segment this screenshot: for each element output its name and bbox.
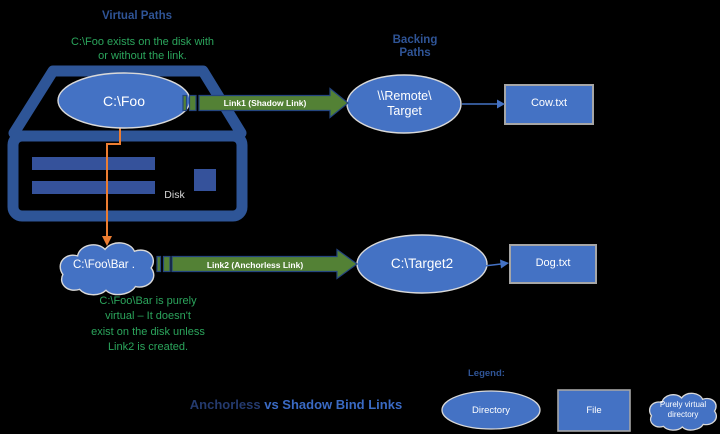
target2-to-dog-connector (483, 263, 502, 267)
server-slot-bar-1 (32, 157, 155, 170)
bar-annotation-line1: C:\Foo\Bar is purely (99, 295, 197, 307)
diagram-title-part1: Anchorless (189, 397, 261, 412)
server-body-shape (7, 130, 248, 222)
foo-annotation-line2: or without the link. (98, 49, 187, 62)
backing-paths-line2: Paths (399, 47, 431, 59)
legend-directory-label: Directory (471, 405, 510, 416)
dog-file-box (509, 244, 597, 284)
target2-to-dog-arrowhead (500, 259, 509, 269)
legend-file-label: File (586, 405, 602, 416)
foo-annotation-line1: C:\Foo exists on the disk with (70, 36, 215, 48)
foo-to-cloud-connector (106, 128, 121, 238)
remote-target-line1: \\Remote\ (377, 89, 432, 103)
legend-file-box (557, 389, 631, 432)
link1-striped-arrow (182, 87, 349, 119)
legend-cloud-line1: Purely virtual (659, 400, 707, 409)
link2-label: Link2 (Anchorless Link) (206, 259, 304, 270)
link2-striped-arrow (156, 248, 359, 280)
legend-directory-ellipse (441, 390, 541, 430)
link1-label: Link1 (Shadow Link) (223, 98, 307, 108)
remote-target-line2: Target (387, 103, 422, 118)
bar-annotation: C:\Foo\Bar is purely virtual – It doesn'… (42, 294, 254, 356)
backing-paths-line1: Backing (392, 34, 438, 46)
legend-cloud-label: Purely virtual directory (646, 400, 720, 420)
remote-target-label: \\Remote\ Target (348, 89, 461, 118)
legend-cloud-line2: directory (667, 410, 699, 419)
foo-bar-cloud-label: C:\Foo\Bar . (73, 259, 135, 271)
target2-label: C:\Target2 (390, 256, 454, 271)
foo-to-cloud-arrowhead (102, 236, 112, 246)
dog-file-label: Dog.txt (535, 257, 571, 269)
diagram-title: Anchorless vs Shadow Bind Links (146, 397, 446, 412)
backing-paths-heading: Backing Paths (374, 34, 456, 60)
diagram-title-part2: vs Shadow Bind Links (260, 397, 403, 412)
remote-to-cow-arrowhead (497, 99, 505, 109)
foo-directory-label: C:\Foo (102, 93, 145, 109)
server-slot-bar-2 (32, 181, 155, 194)
disk-label: Disk (164, 189, 185, 201)
bar-annotation-line2: virtual – It doesn't (105, 310, 191, 323)
bar-annotation-line4: Link2 is created. (107, 341, 189, 354)
bar-annotation-line3: exist on the disk unless (91, 325, 205, 338)
cow-file-box (504, 84, 594, 125)
virtual-paths-heading: Virtual Paths (101, 10, 173, 22)
foo-annotation: C:\Foo exists on the disk with or withou… (35, 36, 250, 63)
cow-file-label: Cow.txt (530, 97, 568, 109)
legend-cloud-shape (650, 393, 717, 430)
legend-heading: Legend: (468, 368, 505, 379)
foo-bar-cloud-shape (60, 243, 154, 295)
server-button-square (194, 169, 216, 191)
